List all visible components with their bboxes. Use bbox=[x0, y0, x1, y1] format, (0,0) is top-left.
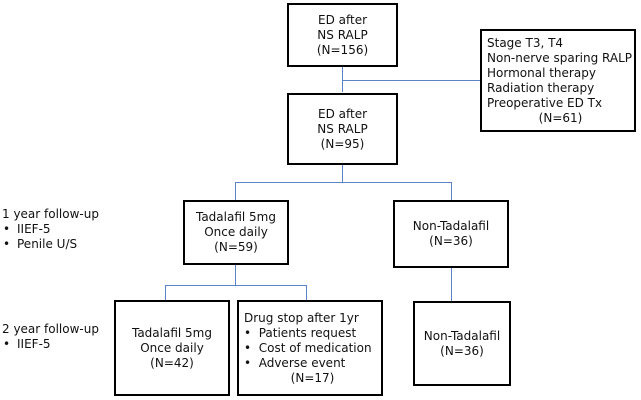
non-tadalafil-2yr-count: (N=36) bbox=[440, 343, 484, 358]
exclusion-item: Stage T3, T4 bbox=[487, 35, 564, 50]
ed-after-top-count: (N=156) bbox=[316, 42, 369, 57]
non-tadalafil-1yr-count: (N=36) bbox=[429, 234, 473, 248]
tadalafil-2yr-count: (N=42) bbox=[150, 355, 194, 370]
two-year-followup-note: 2 year follow-up IIEF-5 bbox=[2, 322, 99, 352]
exclusion-item: Preoperative ED Tx bbox=[487, 95, 603, 110]
exclusion-item: Non-nerve sparing RALP bbox=[487, 50, 632, 65]
exclusion-item: Radiation therapy bbox=[487, 80, 595, 95]
drug-stop-reason: • Patients request bbox=[244, 325, 357, 340]
connector-to-exclusion bbox=[342, 80, 480, 81]
exclusion-box: Stage T3, T4 Non-nerve sparing RALP Horm… bbox=[480, 29, 636, 132]
ed-after-mid-box: ED after NS RALP (N=95) bbox=[287, 93, 398, 165]
tadalafil-1yr-line1: Tadalafil 5mg bbox=[195, 210, 276, 224]
non-tadalafil-1yr-box: Non-Tadalafil (N=36) bbox=[393, 200, 509, 268]
drug-stop-reason: • Adverse event bbox=[244, 355, 346, 370]
non-tadalafil-2yr-box: Non-Tadalafil (N=36) bbox=[413, 301, 511, 386]
connector-to-tadalafil-2yr bbox=[165, 285, 166, 300]
ed-after-top-line1: ED after bbox=[317, 12, 368, 27]
drug-stop-box: Drug stop after 1yr • Patients request •… bbox=[237, 300, 383, 396]
ed-after-top-line2: NS RALP bbox=[317, 27, 368, 42]
tadalafil-2yr-line2: Once daily bbox=[140, 340, 204, 355]
tadalafil-2yr-box: Tadalafil 5mg Once daily (N=42) bbox=[114, 300, 230, 396]
ed-after-mid-line1: ED after bbox=[317, 106, 368, 121]
connector-tadalafil-down bbox=[235, 265, 236, 285]
drug-stop-count: (N=17) bbox=[290, 370, 335, 385]
exclusion-count: (N=61) bbox=[538, 110, 583, 125]
ed-after-top-box: ED after NS RALP (N=156) bbox=[287, 3, 398, 67]
two-year-followup-title: 2 year follow-up bbox=[2, 322, 99, 336]
one-year-followup-title: 1 year follow-up bbox=[2, 207, 99, 221]
tadalafil-1yr-line2: Once daily bbox=[204, 225, 268, 239]
connector-mid-down bbox=[342, 165, 343, 182]
exclusion-item: Hormonal therapy bbox=[487, 65, 596, 80]
tadalafil-2yr-line1: Tadalafil 5mg bbox=[131, 325, 212, 340]
tadalafil-1yr-count: (N=59) bbox=[214, 240, 258, 254]
ed-after-mid-line2: NS RALP bbox=[317, 121, 368, 136]
two-year-measure: IIEF-5 bbox=[2, 337, 99, 352]
connector-to-drug-stop bbox=[306, 285, 307, 300]
tadalafil-1yr-box: Tadalafil 5mg Once daily (N=59) bbox=[183, 200, 289, 265]
one-year-followup-note: 1 year follow-up IIEF-5 Penile U/S bbox=[2, 207, 99, 252]
connector-non-tadalafil-down bbox=[451, 268, 452, 301]
connector-level2-horizontal bbox=[235, 182, 451, 183]
connector-top-to-mid bbox=[342, 65, 343, 92]
drug-stop-reason: • Cost of medication bbox=[244, 340, 372, 355]
connector-to-tadalafil-1yr bbox=[235, 182, 236, 200]
connector-to-non-tadalafil-1yr bbox=[451, 182, 452, 200]
non-tadalafil-2yr-label: Non-Tadalafil bbox=[423, 328, 501, 343]
one-year-measure: Penile U/S bbox=[2, 237, 99, 252]
ed-after-mid-count: (N=95) bbox=[320, 136, 365, 151]
one-year-measure: IIEF-5 bbox=[2, 222, 99, 237]
connector-level3-horizontal bbox=[165, 285, 307, 286]
non-tadalafil-1yr-label: Non-Tadalafil bbox=[412, 219, 490, 233]
drug-stop-title: Drug stop after 1yr bbox=[244, 310, 359, 325]
